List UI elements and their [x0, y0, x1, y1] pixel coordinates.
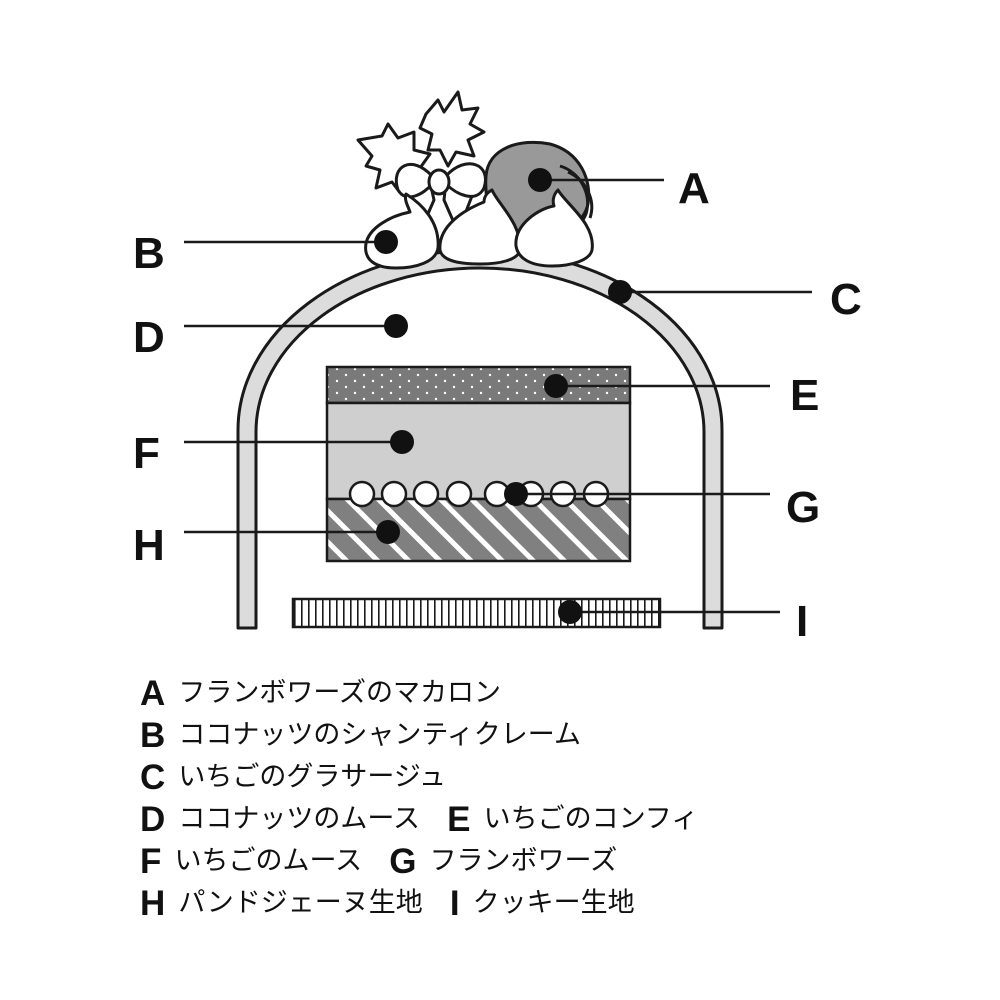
callout-dots: [374, 168, 632, 624]
callout-dot-d: [384, 314, 408, 338]
callout-dot-g: [504, 482, 528, 506]
legend-key: G: [389, 841, 417, 881]
legend-text: いちごのグラサージュ: [178, 761, 446, 793]
callout-dot-b: [374, 230, 398, 254]
legend-key: F: [140, 841, 162, 881]
callout-label-f: F: [133, 429, 160, 478]
callout-label-g: G: [786, 483, 820, 532]
legend-text: フランボワーズ: [429, 845, 618, 877]
strawberry-mousse-layer: [325, 401, 632, 501]
legend-text: クッキー生地: [472, 887, 635, 919]
legend-key: A: [140, 673, 166, 713]
cake-cross-section-diagram: A B C D E F G H I: [133, 90, 862, 646]
callout-label-i: I: [796, 597, 808, 646]
legend-text: ココナッツのシャンティクレーム: [178, 719, 581, 751]
legend-key: H: [140, 883, 166, 923]
legend-key: E: [447, 799, 471, 839]
callout-dot-i: [558, 600, 582, 624]
strawberry-glaze-dome: [236, 248, 724, 630]
legend-text: パンドジェーヌ生地: [178, 887, 423, 919]
legend-text: いちごのコンフィ: [483, 803, 699, 835]
callout-label-d: D: [133, 313, 165, 362]
legend-key: B: [140, 715, 166, 755]
legend-key: C: [140, 757, 166, 797]
legend-row: F いちごのムース G フランボワーズ: [140, 840, 960, 882]
coconut-chantilly-dollops: [364, 188, 594, 270]
callout-dot-c: [608, 280, 632, 304]
legend-row: H パンドジェーヌ生地 I クッキー生地: [140, 882, 960, 924]
callout-label-h: H: [133, 521, 165, 570]
legend-row: A フランボワーズのマカロン: [140, 672, 960, 714]
legend-key: D: [140, 799, 166, 839]
ingredient-legend: A フランボワーズのマカロン B ココナッツのシャンティクレーム C いちごのグ…: [140, 672, 960, 924]
cookie-base: [291, 597, 662, 629]
legend-row: B ココナッツのシャンティクレーム: [140, 714, 960, 756]
legend-key: I: [449, 883, 460, 923]
legend-text: フランボワーズのマカロン: [178, 677, 502, 709]
callout-label-a: A: [678, 164, 710, 213]
callout-dot-a: [528, 168, 552, 192]
callout-label-c: C: [830, 275, 862, 324]
legend-row: C いちごのグラサージュ: [140, 756, 960, 798]
legend-text: いちごのムース: [174, 845, 363, 877]
callout-dot-h: [376, 520, 400, 544]
pain-de-genes-layer: [325, 497, 632, 563]
callout-dot-e: [544, 374, 568, 398]
callout-label-e: E: [790, 371, 819, 420]
callout-dot-f: [390, 430, 414, 454]
legend-row: D ココナッツのムース E いちごのコンフィ: [140, 798, 960, 840]
legend-text: ココナッツのムース: [178, 803, 421, 835]
leader-lines: [184, 178, 812, 614]
callout-label-b: B: [133, 229, 165, 278]
